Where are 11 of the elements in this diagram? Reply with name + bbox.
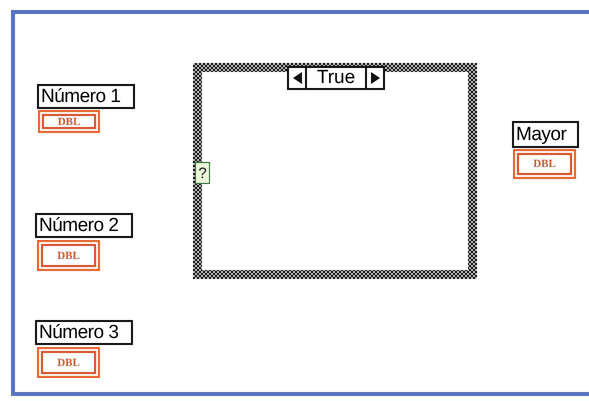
- numeric-terminal: DBL: [37, 240, 100, 271]
- case-value: True: [316, 68, 356, 88]
- name-label: Número 3: [35, 320, 133, 345]
- numeric-terminal: DBL: [513, 149, 576, 179]
- selector-terminal: ?: [195, 162, 210, 184]
- name-label: Número 2: [35, 213, 133, 238]
- numeric-terminal: DBL: [38, 110, 100, 133]
- numeric-terminal: DBL: [37, 347, 100, 378]
- case-selector-label: [287, 66, 385, 90]
- name-label: Mayor: [512, 121, 579, 148]
- name-label: Número 1: [37, 84, 135, 109]
